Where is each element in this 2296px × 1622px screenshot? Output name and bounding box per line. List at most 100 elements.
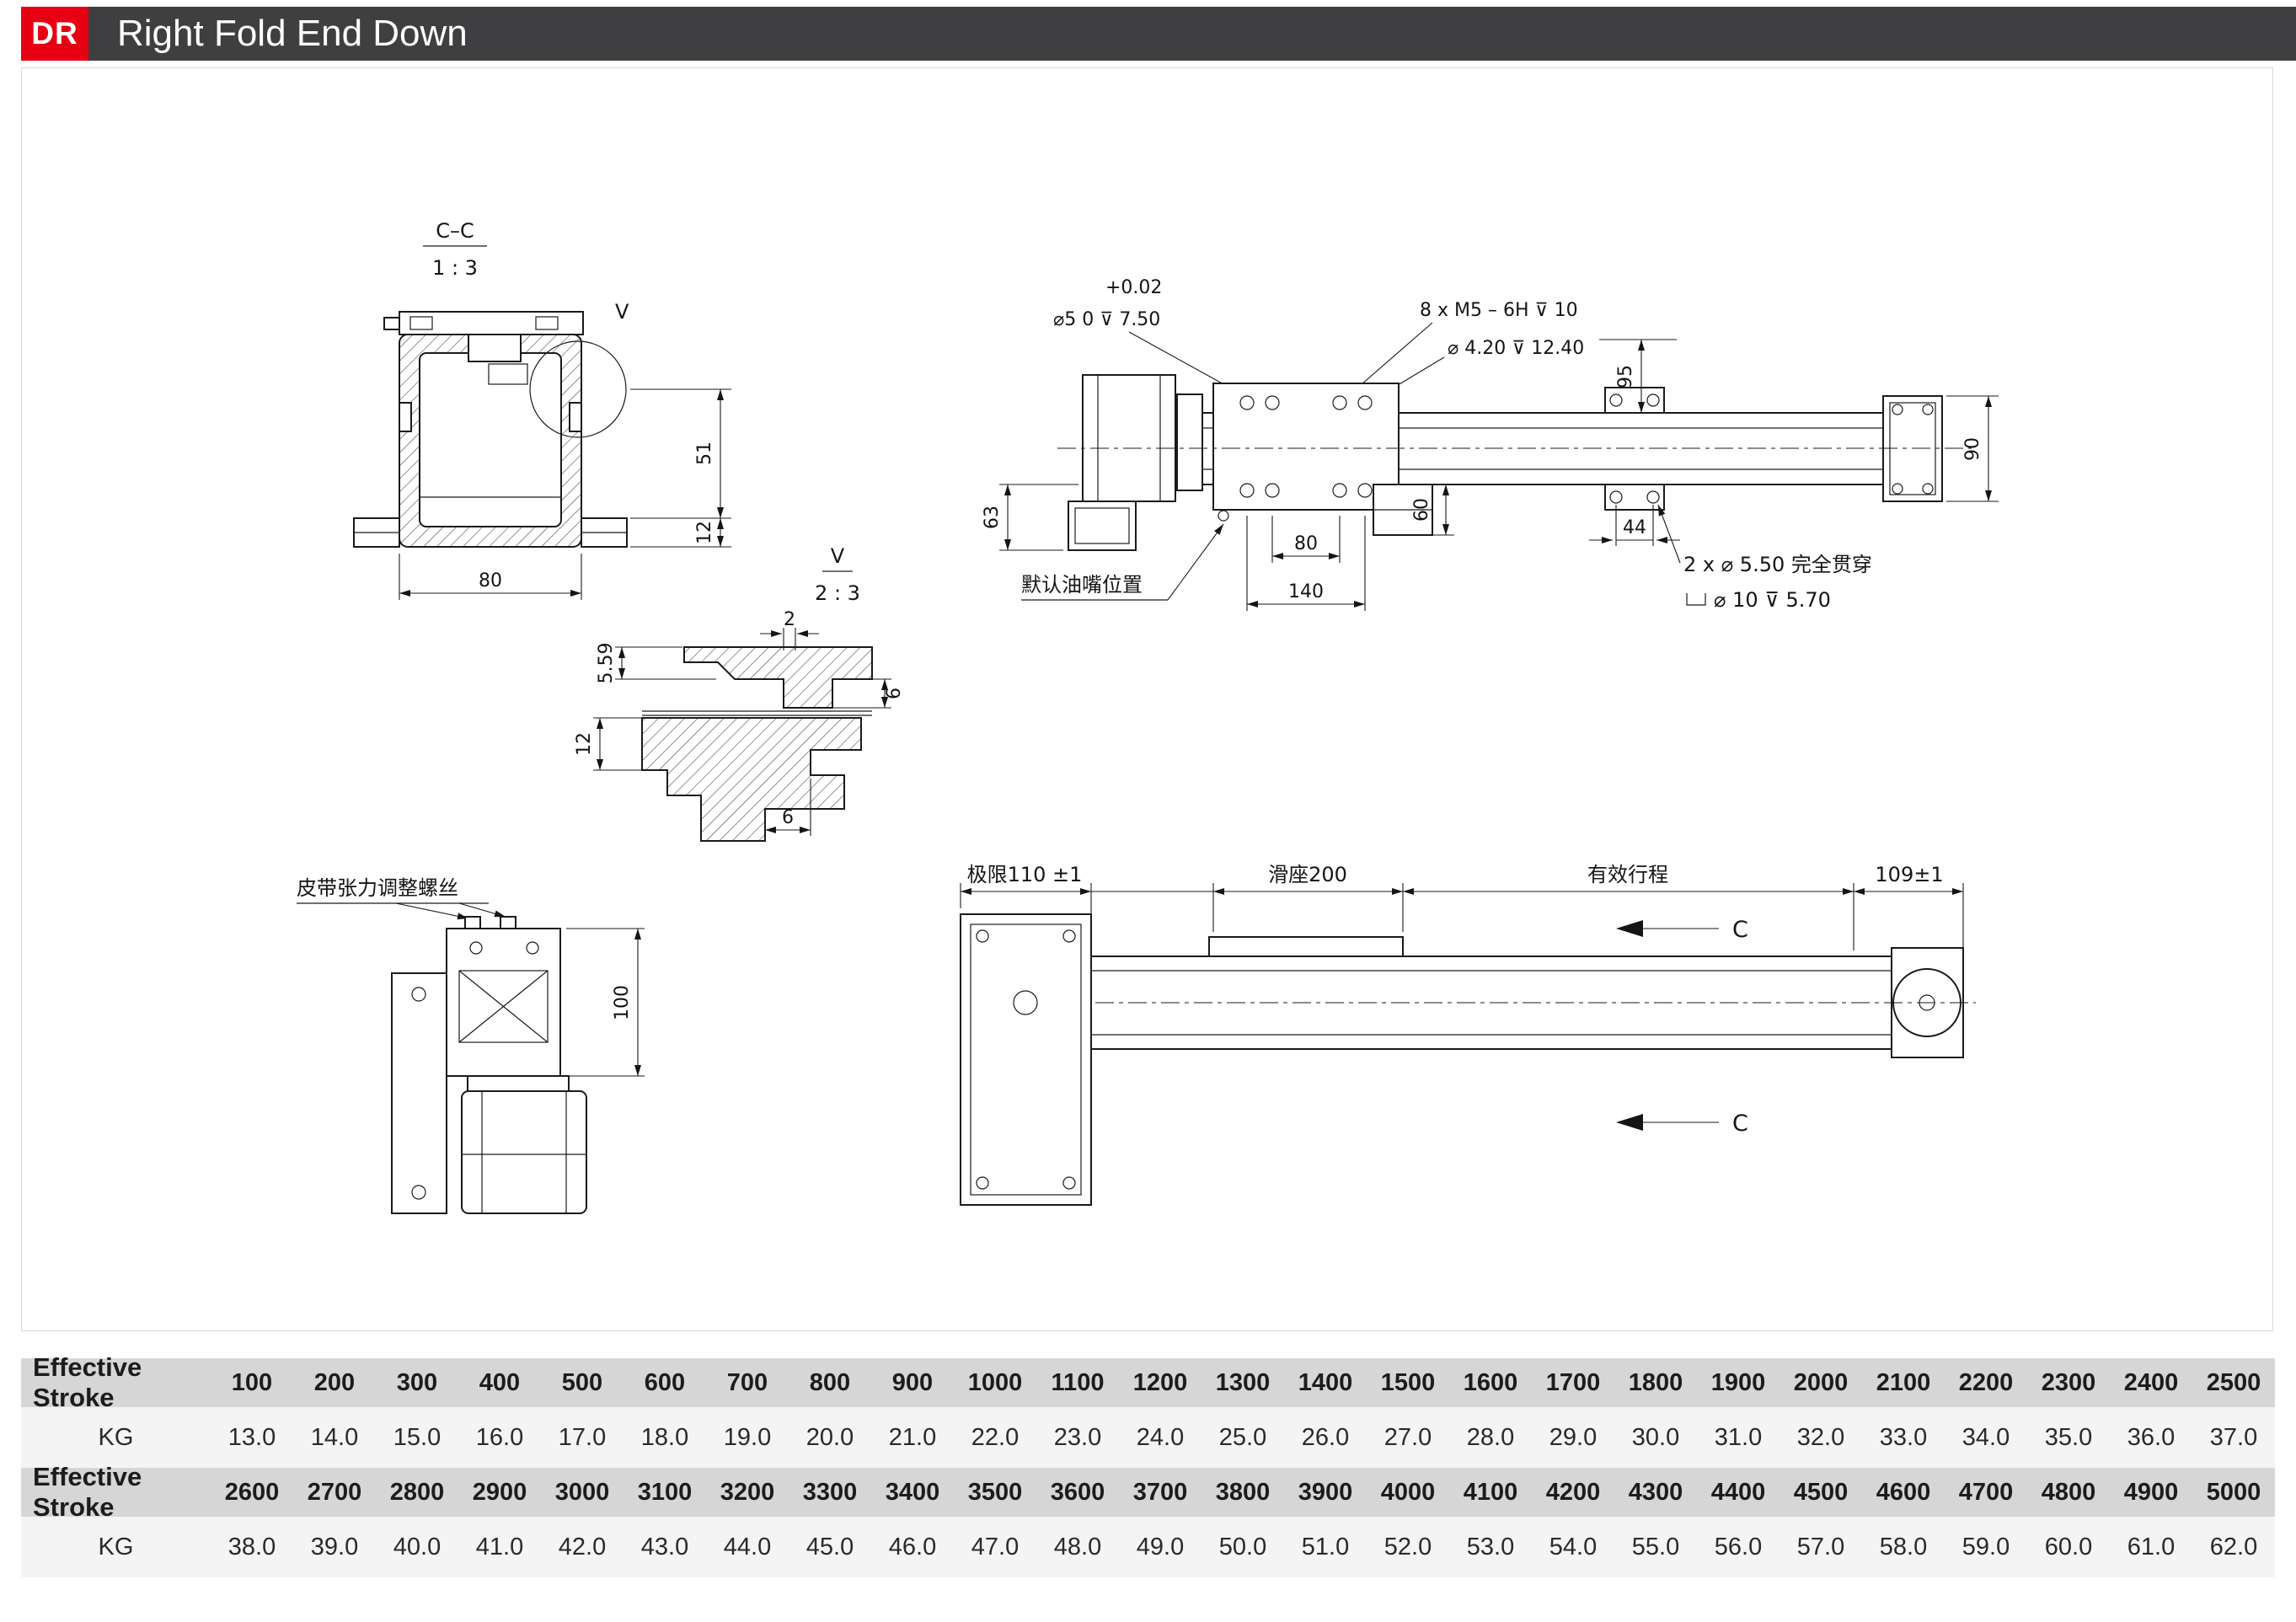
row-label: KG [98, 1533, 134, 1560]
dim-6-side: 6 [884, 688, 905, 699]
stroke-value-cell: 4700 [1958, 1478, 2014, 1506]
stroke-value-cell: 1200 [1132, 1368, 1188, 1396]
kg-value-cell: 55.0 [1631, 1533, 1680, 1560]
kg-value-cell: 14.0 [310, 1423, 359, 1451]
stroke-value-cell: 1100 [1051, 1368, 1105, 1396]
stroke-value-cell: 2100 [1876, 1368, 1931, 1396]
dim-95: 95 [1615, 365, 1636, 388]
dim-90: 90 [1962, 437, 1983, 461]
stroke-value-cell: 3900 [1298, 1478, 1353, 1506]
belt-tension-label: 皮带张力调整螺丝 [297, 876, 458, 900]
stroke-value-cell: 900 [891, 1368, 934, 1396]
kg-value-cell: 17.0 [558, 1423, 607, 1451]
kg-value-cell: 58.0 [1879, 1533, 1928, 1560]
stroke-value-cell: 4200 [1545, 1478, 1601, 1506]
dim-2: 2 [784, 609, 795, 630]
section-arrow-top [1616, 920, 1643, 937]
dim-12-detail: 12 [574, 732, 595, 756]
motor-view: 皮带张力调整螺丝 100 [297, 876, 645, 1214]
kg-value-cell: 16.0 [475, 1423, 524, 1451]
stroke-value-cell: 3000 [554, 1478, 610, 1506]
kg-value-cell: 54.0 [1549, 1533, 1598, 1560]
stroke-value-cell: 4000 [1380, 1478, 1436, 1506]
dim-80-holes: 80 [1294, 533, 1318, 554]
page-title: Right Fold End Down [117, 13, 468, 54]
stroke-value-cell: 3300 [802, 1478, 858, 1506]
stroke-value-cell: 3700 [1132, 1478, 1188, 1506]
stroke-value-cell: 2400 [2123, 1368, 2179, 1396]
stroke-value-cell: 700 [726, 1368, 768, 1396]
section-view-cc: C–C 1 : 3 V 51 12 [353, 219, 731, 600]
dim-12: 12 [694, 521, 715, 544]
stroke-value-cell: 4100 [1463, 1478, 1518, 1506]
kg-value-cell: 27.0 [1383, 1423, 1432, 1451]
hole-callout: ⌀5 0 ⊽ 7.50 [1053, 309, 1160, 330]
kg-value-cell: 62.0 [2209, 1533, 2258, 1560]
kg-value-cell: 24.0 [1136, 1423, 1185, 1451]
effective-stroke-label: 有效行程 [1587, 863, 1668, 886]
kg-value-cell: 28.0 [1466, 1423, 1515, 1451]
stroke-value-cell: 3800 [1215, 1478, 1271, 1506]
stroke-value-cell: 800 [809, 1368, 851, 1396]
stroke-value-cell: 4800 [2041, 1478, 2096, 1506]
dim-109: 109±1 [1875, 863, 1943, 886]
stroke-value-cell: 1500 [1380, 1368, 1436, 1396]
section-arrow-bottom [1616, 1114, 1643, 1131]
row-label: Effective Stroke [33, 1462, 142, 1522]
stroke-value-cell: 1300 [1215, 1368, 1271, 1396]
section-scale: 1 : 3 [432, 256, 478, 280]
detail-circle-v [529, 340, 627, 438]
kg-value-cell: 48.0 [1053, 1533, 1102, 1560]
side-view: 极限110 ±1 滑座200 有效行程 109±1 C C [960, 863, 1976, 1206]
stroke-value-cell: 1800 [1628, 1368, 1683, 1396]
kg-value-cell: 47.0 [971, 1533, 1020, 1560]
stroke-value-cell: 300 [396, 1368, 438, 1396]
stroke-value-cell: 400 [479, 1368, 521, 1396]
kg-value-cell: 20.0 [805, 1423, 854, 1451]
kg-value-cell: 59.0 [1962, 1533, 2010, 1560]
dim-5-59: 5.59 [596, 643, 617, 684]
kg-value-cell: 49.0 [1136, 1533, 1185, 1560]
model-badge: DR [21, 7, 88, 61]
slider-dim-label: 滑座200 [1268, 863, 1347, 886]
kg-value-cell: 38.0 [227, 1533, 276, 1560]
kg-value-cell: 18.0 [640, 1423, 689, 1451]
kg-value-cell: 34.0 [1962, 1423, 2010, 1451]
dim-140: 140 [1288, 581, 1324, 602]
kg-value-cell: 35.0 [2044, 1423, 2093, 1451]
kg-value-cell: 37.0 [2209, 1423, 2258, 1451]
kg-value-cell: 46.0 [888, 1533, 937, 1560]
stroke-value-cell: 2000 [1793, 1368, 1849, 1396]
kg-value-cell: 36.0 [2127, 1423, 2176, 1451]
stroke-value-cell: 100 [231, 1368, 273, 1396]
kg-value-cell: 33.0 [1879, 1423, 1928, 1451]
stroke-value-cell: 3100 [637, 1478, 693, 1506]
dim-51: 51 [694, 442, 715, 465]
header-bar: Right Fold End Down [88, 7, 2296, 61]
kg-value-cell: 61.0 [2127, 1533, 2176, 1560]
kg-value-cell: 53.0 [1466, 1533, 1515, 1560]
hole-callout-tolerance: +0.02 [1105, 277, 1162, 298]
kg-value-cell: 19.0 [723, 1423, 772, 1451]
stroke-value-cell: 2600 [224, 1478, 280, 1506]
dim-100: 100 [612, 985, 633, 1020]
stroke-value-cell: 1700 [1545, 1368, 1601, 1396]
kg-value-cell: 30.0 [1631, 1423, 1680, 1451]
stroke-value-cell: 200 [313, 1368, 356, 1396]
kg-value-cell: 44.0 [723, 1533, 772, 1560]
kg-value-cell: 50.0 [1218, 1533, 1267, 1560]
stroke-value-cell: 2900 [472, 1478, 527, 1506]
kg-value-cell: 56.0 [1714, 1533, 1763, 1560]
kg-value-cell: 29.0 [1549, 1423, 1598, 1451]
kg-value-cell: 41.0 [475, 1533, 524, 1560]
stroke-value-cell: 1900 [1710, 1368, 1766, 1396]
stroke-value-cell: 3500 [967, 1478, 1023, 1506]
kg-value-cell: 15.0 [393, 1423, 442, 1451]
dim-6-bottom: 6 [782, 807, 794, 828]
stroke-value-cell: 1600 [1463, 1368, 1518, 1396]
